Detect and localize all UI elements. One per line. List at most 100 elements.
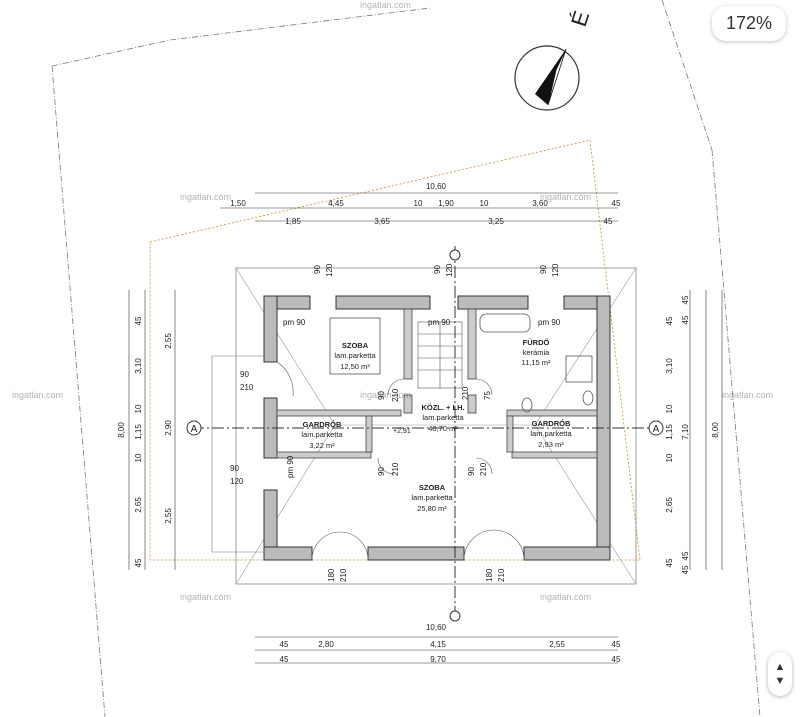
svg-text:10,60: 10,60 [426, 623, 447, 632]
svg-text:45: 45 [681, 315, 690, 324]
scroll-control[interactable]: ▲ ▼ [768, 652, 792, 696]
chevron-up-icon[interactable]: ▲ [774, 661, 786, 673]
svg-text:12,50 m²: 12,50 m² [340, 362, 370, 371]
svg-text:lam.parketta: lam.parketta [411, 493, 453, 502]
svg-text:pm 90: pm 90 [283, 318, 306, 327]
roof-outline [235, 267, 637, 585]
svg-text:45: 45 [665, 558, 674, 567]
svg-text:ingatlan.com: ingatlan.com [12, 390, 63, 400]
opening-labels: 90 120 90 120 90 120 90 210 90 120 90 21… [230, 263, 560, 582]
dimensions-top: 10,60 1,50 4,45 10 1,90 10 3,60 45 1,85 … [230, 182, 621, 226]
svg-text:8,00: 8,00 [711, 422, 720, 438]
svg-text:90: 90 [240, 370, 249, 379]
svg-text:40,70 m²: 40,70 m² [428, 424, 458, 433]
svg-text:pm 90: pm 90 [428, 318, 451, 327]
bathtub [479, 313, 531, 333]
svg-text:75: 75 [483, 391, 492, 400]
svg-text:lam.parketta: lam.parketta [334, 351, 376, 360]
svg-text:45: 45 [681, 565, 690, 574]
svg-text:2,55: 2,55 [164, 333, 173, 349]
room-labels: SZOBA lam.parketta 12,50 m² FÜRDŐ kerámi… [301, 338, 572, 513]
svg-text:210: 210 [391, 388, 400, 402]
site-boundary-left [51, 65, 106, 717]
svg-text:45: 45 [134, 558, 143, 567]
site-boundary-top [51, 7, 431, 67]
dimensions-right: 45 3,10 10 1,15 10 2,65 45 45 45 7,10 45… [665, 295, 720, 574]
svg-text:90: 90 [230, 464, 239, 473]
svg-text:ingatlan.com: ingatlan.com [722, 390, 773, 400]
svg-text:1,15: 1,15 [665, 424, 674, 440]
svg-text:120: 120 [551, 263, 560, 277]
section-mark-left: A [186, 420, 202, 436]
svg-text:7,10: 7,10 [681, 424, 690, 440]
room-name: SZOBA [419, 483, 446, 492]
svg-text:45: 45 [604, 217, 613, 226]
svg-text:ingatlan.com: ingatlan.com [540, 192, 591, 202]
svg-text:ingatlan.com: ingatlan.com [180, 592, 231, 602]
svg-text:45: 45 [280, 655, 289, 664]
svg-text:2,65: 2,65 [134, 497, 143, 513]
north-arrow-compass: É [514, 8, 594, 111]
svg-text:180: 180 [485, 568, 494, 582]
north-label: É [566, 8, 594, 30]
svg-text:1,15: 1,15 [134, 424, 143, 440]
svg-text:3,25: 3,25 [488, 217, 504, 226]
svg-text:90: 90 [467, 467, 476, 476]
svg-text:pm 90: pm 90 [538, 318, 561, 327]
svg-text:A: A [653, 424, 660, 435]
room-name: GARDRÓB [303, 420, 342, 429]
svg-text:4,45: 4,45 [328, 199, 344, 208]
svg-text:45: 45 [612, 640, 621, 649]
staircase [417, 321, 463, 389]
svg-text:ingatlan.com: ingatlan.com [360, 390, 411, 400]
svg-text:2,65: 2,65 [665, 497, 674, 513]
svg-text:3,65: 3,65 [374, 217, 390, 226]
svg-text:+2,91: +2,91 [393, 428, 411, 435]
svg-text:lam.parketta: lam.parketta [530, 429, 572, 438]
parapet-labels: pm 90 pm 90 pm 90 pm 90 +2,91 [283, 318, 561, 478]
shower [565, 355, 593, 383]
svg-text:10,60: 10,60 [426, 182, 447, 191]
svg-text:10: 10 [665, 453, 674, 462]
room-name: KÖZL. + LH. [421, 403, 464, 412]
svg-text:10: 10 [480, 199, 489, 208]
svg-text:8,00: 8,00 [117, 422, 126, 438]
svg-text:pm 90: pm 90 [286, 455, 295, 478]
site-boundary-right [661, 0, 713, 151]
chevron-down-icon[interactable]: ▼ [774, 675, 786, 687]
svg-text:ingatlan.com: ingatlan.com [360, 0, 411, 10]
svg-text:45: 45 [612, 199, 621, 208]
svg-text:2,55: 2,55 [164, 508, 173, 524]
svg-text:3,10: 3,10 [134, 358, 143, 374]
svg-text:45: 45 [665, 316, 674, 325]
site-boundary-right-2 [711, 149, 761, 717]
svg-text:1,85: 1,85 [285, 217, 301, 226]
svg-text:120: 120 [230, 477, 244, 486]
svg-text:2,90: 2,90 [164, 420, 173, 436]
svg-text:210: 210 [339, 568, 348, 582]
svg-text:25,80 m²: 25,80 m² [417, 504, 447, 513]
svg-text:ingatlan.com: ingatlan.com [180, 192, 231, 202]
svg-text:210: 210 [240, 383, 254, 392]
svg-text:45: 45 [134, 316, 143, 325]
svg-text:3,60: 3,60 [532, 199, 548, 208]
room-name: SZOBA [342, 341, 369, 350]
svg-text:45: 45 [681, 551, 690, 560]
interior-walls [276, 308, 598, 459]
setback-line [149, 139, 641, 561]
zoom-level-badge[interactable]: 172% [711, 6, 786, 41]
svg-text:lam.parketta: lam.parketta [301, 430, 343, 439]
svg-text:11,15 m²: 11,15 m² [521, 358, 551, 367]
svg-text:A: A [191, 424, 198, 435]
svg-text:10: 10 [665, 404, 674, 413]
watermarks: ingatlan.com ingatlan.com ingatlan.com i… [12, 0, 773, 602]
svg-text:90: 90 [377, 391, 386, 400]
svg-text:210: 210 [479, 462, 488, 476]
svg-text:180: 180 [327, 568, 336, 582]
dimensions-bottom: 10,60 45 2,80 4,15 2,55 45 45 9,70 45 [280, 623, 621, 664]
section-mark-right: A [648, 420, 664, 436]
svg-text:90: 90 [377, 467, 386, 476]
toilet [521, 397, 533, 413]
svg-text:1,50: 1,50 [230, 199, 246, 208]
